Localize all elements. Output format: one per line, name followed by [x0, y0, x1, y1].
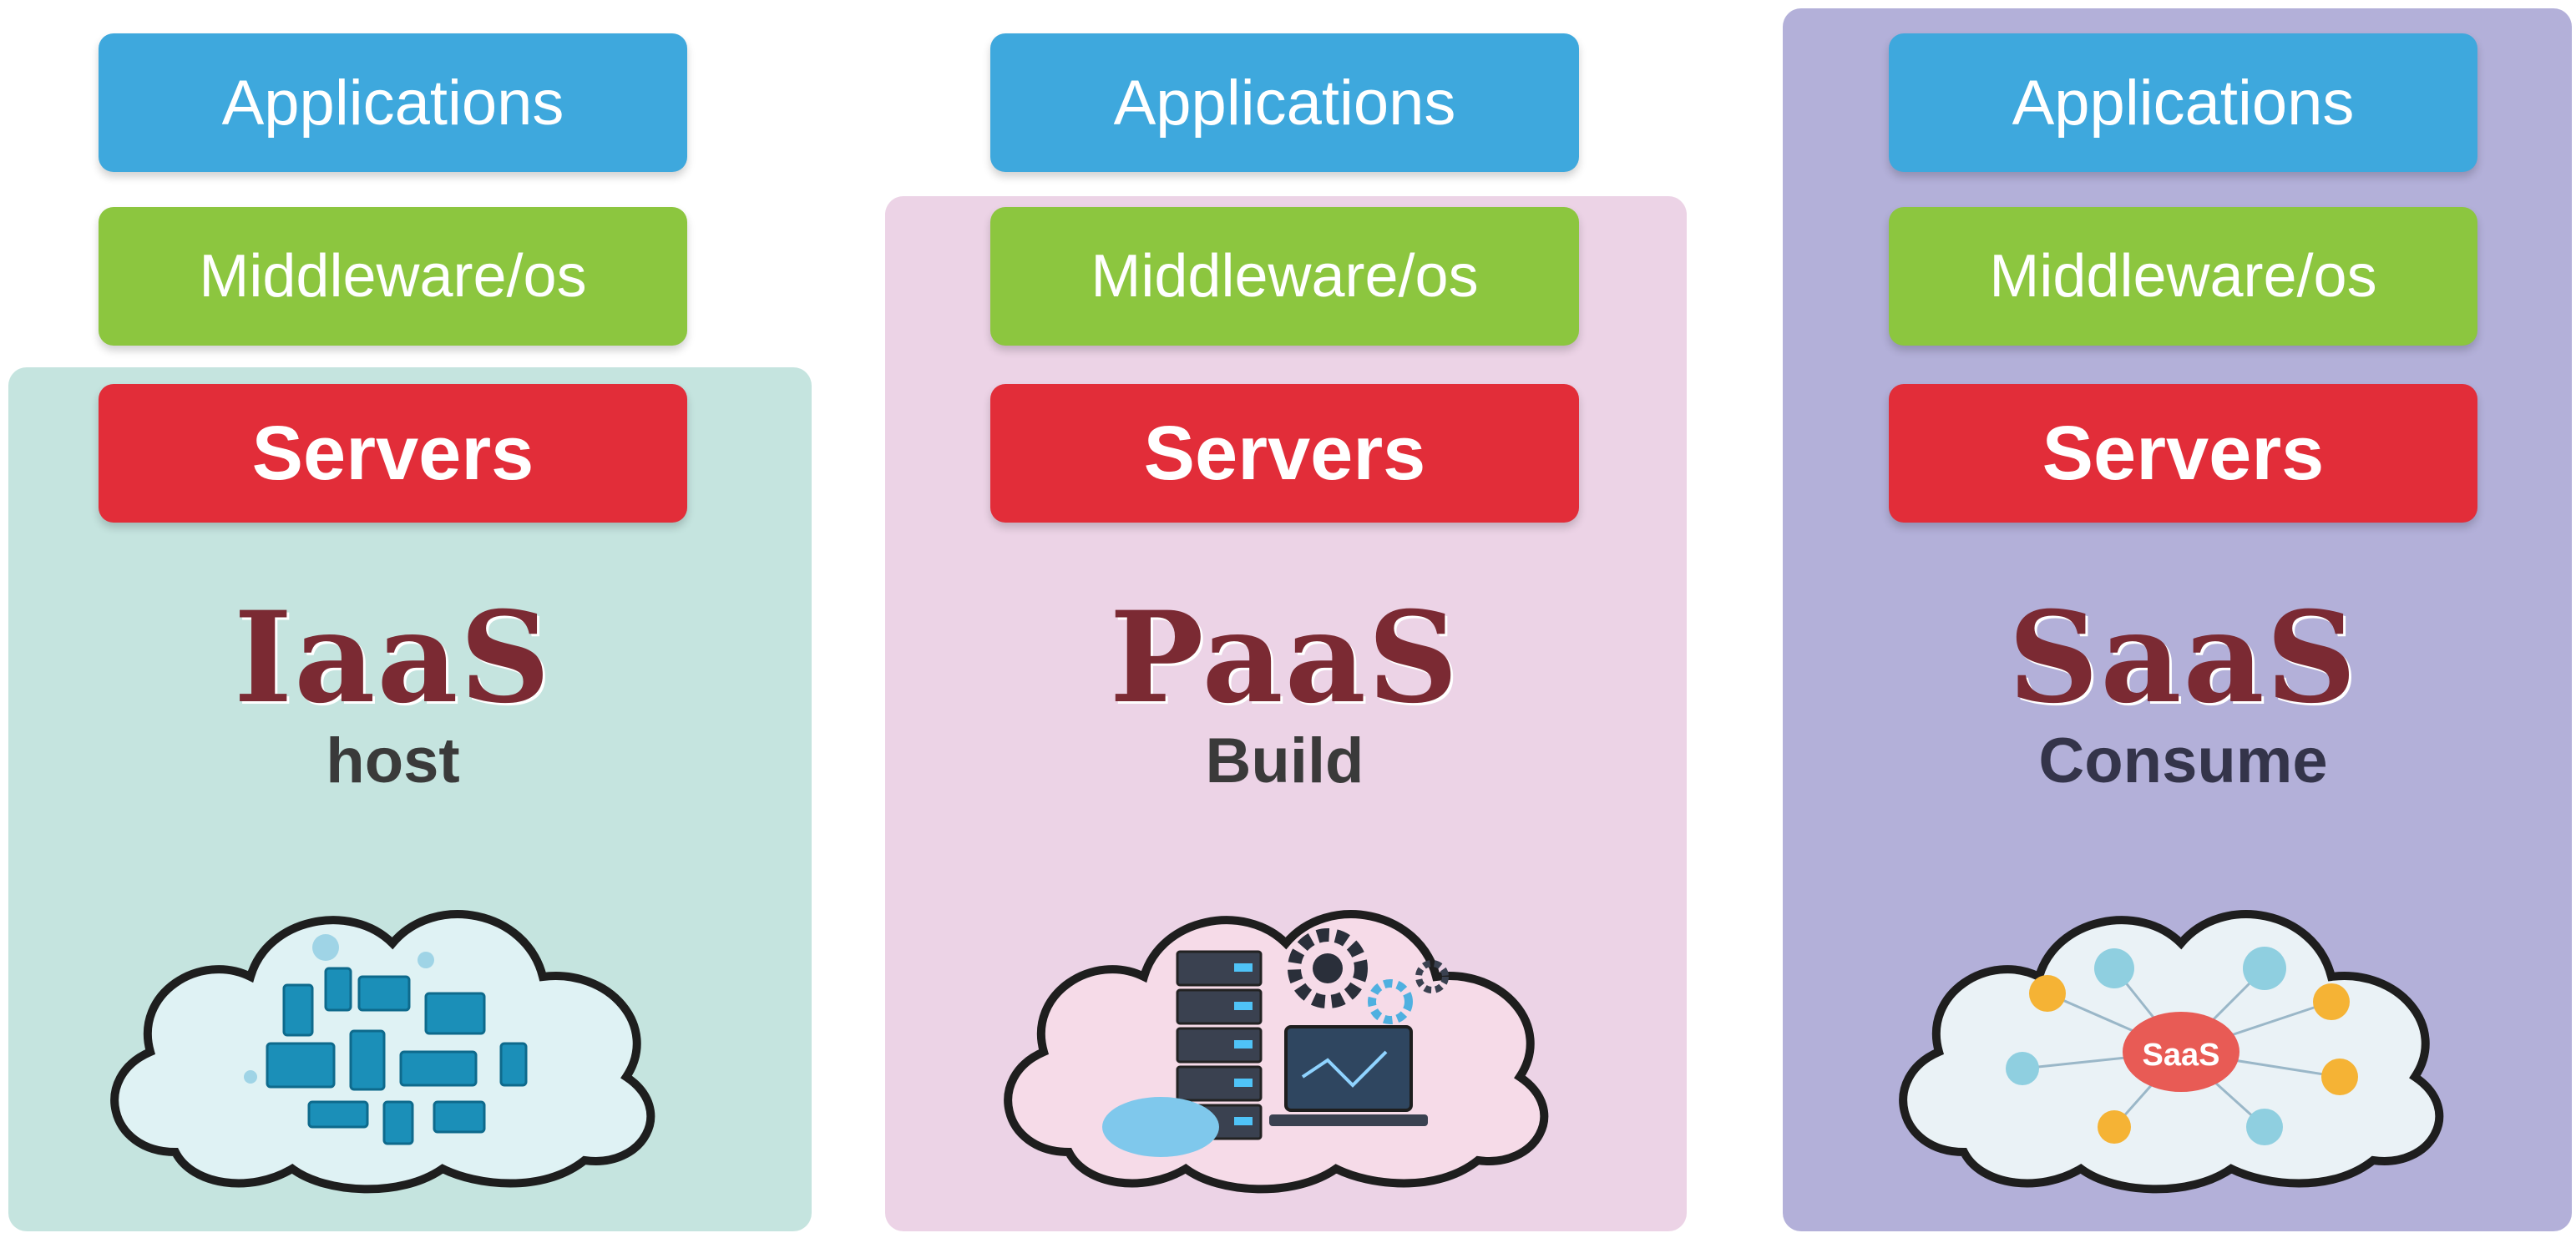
saas-servers-layer: Servers — [1889, 384, 2477, 523]
devices-network-icon — [110, 910, 655, 1194]
saas-cloud-illustration: SaaS — [1864, 826, 2498, 1210]
saas-hub-label: SaaS — [2143, 1038, 2220, 1073]
saas-middleware-layer: Middleware/os — [1889, 207, 2477, 346]
iaas-subtitle: host — [326, 725, 460, 796]
saas-title: SaaS — [2007, 584, 2359, 731]
server-gears-icon — [1004, 910, 1549, 1194]
paas-servers-layer: Servers — [990, 384, 1579, 523]
iaas-middleware-layer: Middleware/os — [99, 207, 687, 346]
paas-title: PaaS — [1109, 584, 1460, 731]
paas-cloud-illustration — [969, 826, 1603, 1210]
saas-applications-layer: Applications — [1889, 33, 2477, 172]
iaas-applications-layer: Applications — [99, 33, 687, 172]
paas-applications-layer: Applications — [990, 33, 1579, 172]
iaas-cloud-illustration — [75, 826, 710, 1210]
paas-middleware-layer: Middleware/os — [990, 207, 1579, 346]
saas-network-icon: SaaS — [1899, 910, 2444, 1194]
paas-subtitle: Build — [1205, 725, 1364, 796]
iaas-servers-layer: Servers — [99, 384, 687, 523]
saas-subtitle: Consume — [2038, 725, 2328, 796]
iaas-title: IaaS — [234, 584, 552, 731]
